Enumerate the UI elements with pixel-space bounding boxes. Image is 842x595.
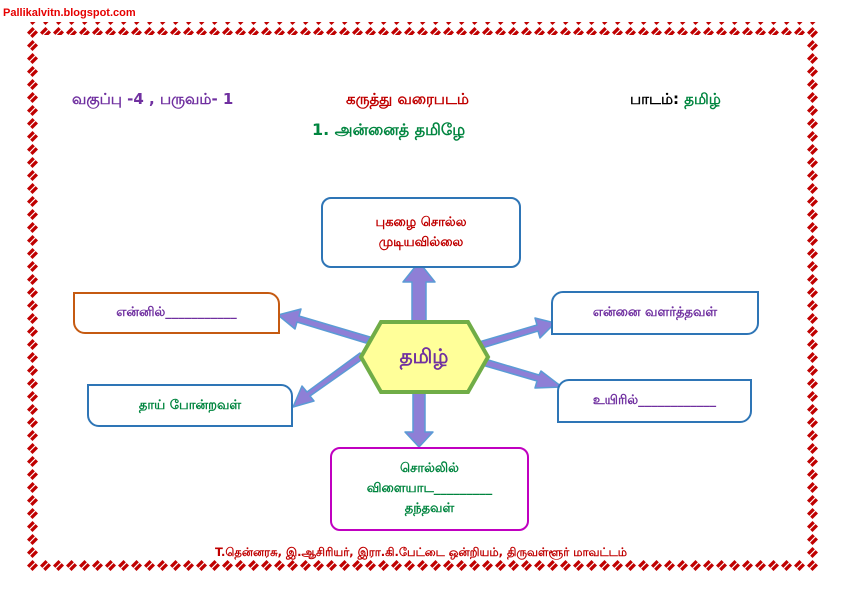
box-top-line1: புகழை சொல்ல — [375, 214, 467, 230]
box-bottom-line2: விளையாட_________ — [366, 481, 493, 496]
box-left-bottom: தாய் போன்றவள் — [87, 384, 293, 427]
box-right-top: என்னை வளர்த்தவள் — [551, 291, 759, 335]
subject-key: பாடம்: — [630, 90, 680, 108]
box-bottom-line1: சொல்லில் — [400, 461, 459, 476]
class-term-label: வகுப்பு -4 , பருவம்- 1 — [72, 90, 234, 108]
arrow-left-top — [277, 308, 371, 344]
center-label: தமிழ் — [399, 343, 449, 368]
center-hexagon — [358, 320, 491, 394]
box-left-top: என்னில்___________ — [73, 292, 280, 334]
arrow-up — [402, 261, 436, 323]
arrow-right-bottom — [481, 358, 563, 389]
footer-credit: T.தென்னரசு, இ.ஆசிரியர், இரா.கி.பேட்டை ஒன… — [214, 545, 628, 559]
concept-map-title: கருத்து வரைபடம் — [346, 90, 469, 108]
arrow-left-bottom — [292, 352, 365, 408]
arrow-down — [404, 392, 434, 448]
subject-value: தமிழ் — [684, 90, 721, 108]
box-top-line2: முடியவில்லை — [378, 234, 464, 250]
site-label: Pallikalvitn.blogspot.com — [3, 7, 136, 19]
subject-label: பாடம்: தமிழ் — [630, 90, 721, 110]
lesson-title: 1. அன்னைத் தமிழே — [312, 120, 466, 139]
box-right-bottom: உயிரில்____________ — [557, 379, 752, 423]
box-bottom-line3: தந்தவள் — [404, 501, 455, 516]
box-top: புகழை சொல்ல முடியவில்லை — [321, 197, 521, 268]
box-bottom: சொல்லில் விளையாட_________ தந்தவள் — [330, 447, 529, 531]
arrow-right-top — [478, 317, 556, 349]
